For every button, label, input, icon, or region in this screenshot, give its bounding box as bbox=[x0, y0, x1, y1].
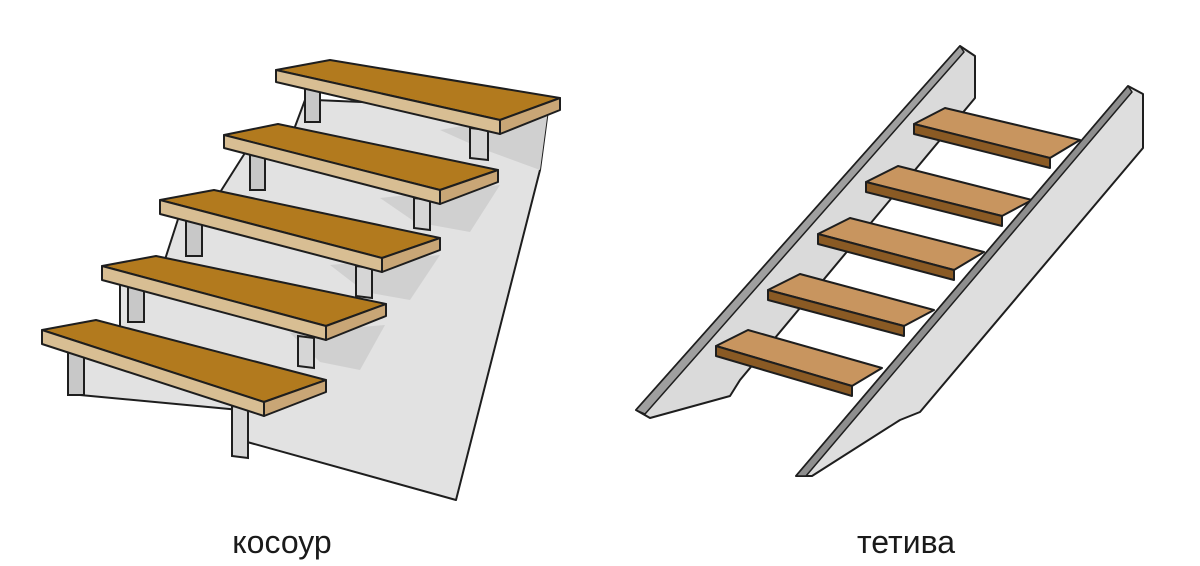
tread-support-post bbox=[297, 334, 315, 370]
tread bbox=[767, 273, 935, 337]
tread bbox=[715, 329, 883, 397]
tread bbox=[41, 319, 327, 417]
string-board-stair-figure bbox=[635, 45, 1144, 477]
stringer-caption: косоур bbox=[232, 524, 332, 560]
tread bbox=[913, 107, 1081, 169]
tread-support-post bbox=[355, 264, 373, 300]
tread-support-post bbox=[67, 351, 85, 396]
tread-support-post bbox=[469, 126, 489, 162]
tread bbox=[817, 217, 985, 281]
string-board-caption: тетива bbox=[857, 524, 955, 560]
tread bbox=[101, 255, 387, 341]
stringer-stair-figure bbox=[41, 59, 561, 501]
tread-support-post bbox=[413, 196, 431, 232]
tread bbox=[223, 123, 499, 205]
tread-support-post bbox=[231, 404, 249, 460]
tread bbox=[159, 189, 441, 273]
back-string-board-edge bbox=[635, 45, 965, 415]
tread bbox=[275, 59, 561, 135]
tread bbox=[865, 165, 1033, 227]
front-string-board-edge bbox=[795, 85, 1133, 477]
